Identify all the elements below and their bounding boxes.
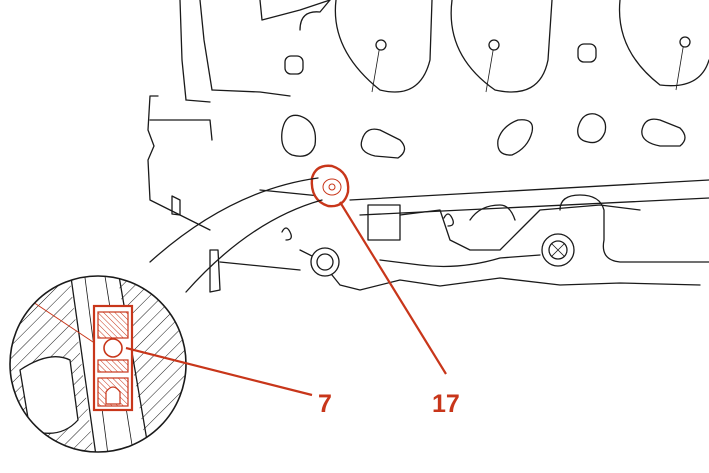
leader-line-17 xyxy=(339,201,447,375)
plug-location-highlight xyxy=(310,164,350,208)
callout-7: 7 xyxy=(318,390,332,418)
detail-magnifier xyxy=(9,177,323,453)
callout-17: 17 xyxy=(432,390,460,418)
plug-cross-section xyxy=(92,304,134,412)
engine-block xyxy=(147,0,709,293)
leader-line-7 xyxy=(125,346,313,397)
